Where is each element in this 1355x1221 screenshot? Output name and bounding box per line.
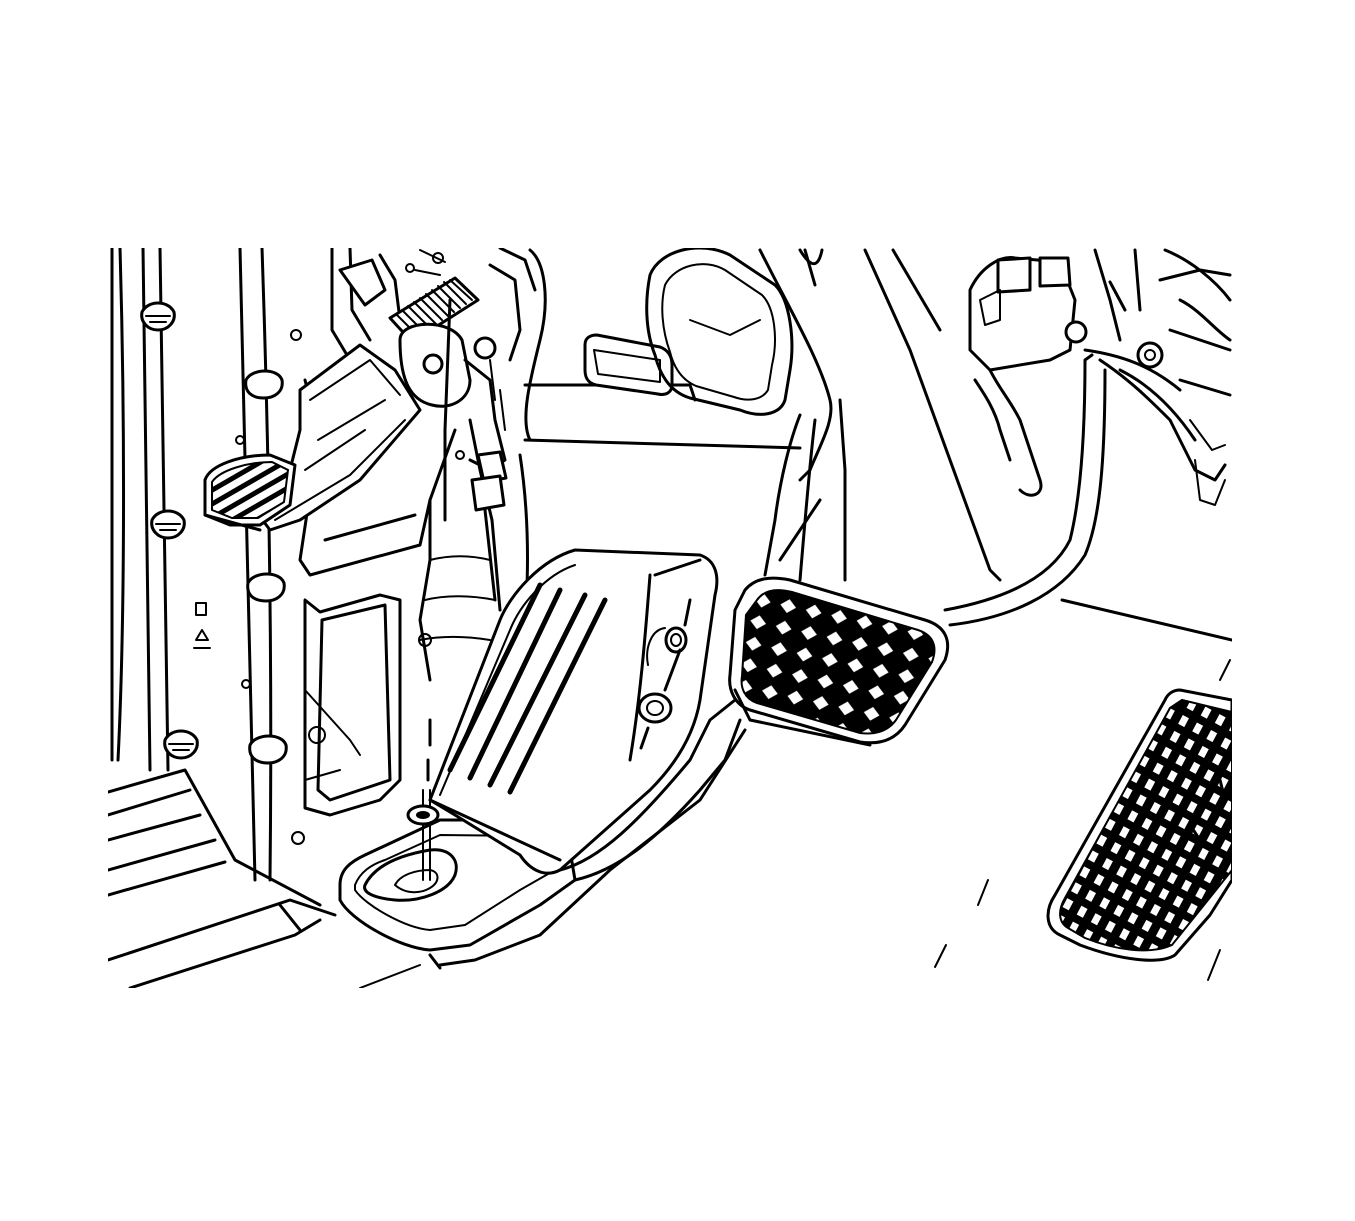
floor-lines	[359, 659, 1231, 988]
wall-clips	[140, 301, 305, 845]
park-brake-pedal	[203, 343, 422, 532]
pedal-bracket-column	[418, 383, 802, 682]
dash-panel-center	[583, 248, 1002, 582]
left-kick-panel	[108, 248, 337, 988]
accelerator-pedal	[1046, 688, 1232, 962]
park-brake-bracket	[298, 248, 547, 817]
pivot-plate	[398, 298, 508, 612]
brake-pedal-pad	[728, 576, 950, 747]
brake-pedal-arm	[943, 353, 1232, 642]
foot-rest-dead-pedal	[338, 548, 747, 970]
foot-rest-fasteners	[406, 598, 692, 881]
brake-pedal-bracket	[968, 248, 1232, 506]
